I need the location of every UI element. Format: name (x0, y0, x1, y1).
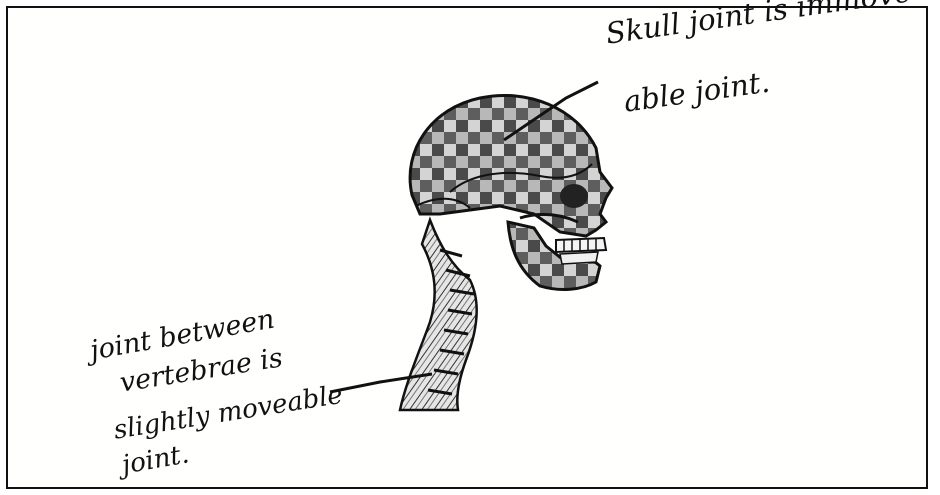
lower-teeth (560, 252, 598, 264)
eye-socket (560, 184, 588, 208)
cranium-shape (410, 95, 612, 236)
cervical-spine (400, 220, 477, 410)
